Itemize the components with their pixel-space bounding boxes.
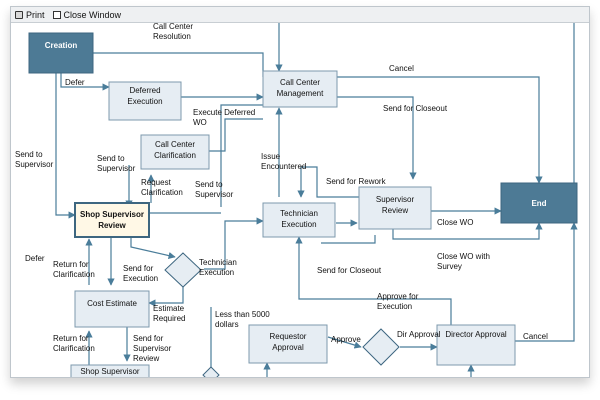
node-deferred-execution[interactable]: Deferred Execution — [108, 81, 182, 121]
node-ccc-line1: Call Center — [155, 140, 195, 149]
label-close-wo: Close WO — [437, 218, 473, 227]
edge-ccm-end — [336, 76, 543, 184]
node-director-label: Director Approval — [445, 330, 507, 339]
printer-icon — [15, 10, 23, 19]
edge-ccm-down — [220, 104, 263, 207]
node-ccm-line2: Management — [277, 89, 324, 98]
label-send-for-closeout-top: Send for Closeout — [383, 104, 448, 113]
edge-ccm-supervisor — [331, 96, 417, 180]
edge-creation-deferred — [60, 73, 110, 91]
edge-supervisor-end-survey — [392, 222, 543, 240]
decision-diamond-bottom[interactable] — [202, 366, 220, 377]
workflow-diagram: Creation Deferred Execution Call Center … — [15, 7, 578, 377]
node-creation[interactable]: Creation — [28, 32, 94, 74]
node-end-label: End — [531, 199, 546, 208]
node-tech-line1: Technician — [280, 209, 318, 218]
node-requestor-line2: Approval — [272, 343, 304, 352]
close-window-label: Close Window — [63, 9, 122, 20]
node-technician-execution[interactable]: Technician Execution — [262, 202, 336, 238]
node-ssr-line2: Review — [98, 221, 126, 230]
label-cancel-bottom: Cancel — [523, 332, 548, 341]
label-defer-top: Defer — [65, 78, 85, 87]
close-window-icon — [52, 10, 61, 19]
edge-director-tech — [295, 236, 452, 329]
edge-ssr-diamond — [130, 235, 176, 260]
node-shop-supervisor-review[interactable]: Shop Supervisor Review — [74, 202, 150, 238]
node-tech-line2: Execution — [281, 220, 316, 229]
label-send-for-rework: Send for Rework — [326, 177, 387, 186]
node-supervisor-line2: Review — [382, 206, 408, 215]
edge-ccc-ccm — [201, 118, 263, 152]
edge-creation-ccm — [93, 52, 264, 77]
label-approve: Approve — [331, 335, 361, 344]
node-ssr-line1: Shop Supervisor — [80, 210, 144, 219]
print-button[interactable]: Print — [15, 10, 45, 20]
edge-director-end — [515, 222, 578, 342]
label-send-for-closeout-mid: Send for Closeout — [317, 266, 382, 275]
print-label: Print — [26, 9, 45, 20]
edge-requestor-diamond — [327, 336, 362, 349]
node-deferred-line2: Execution — [127, 97, 162, 106]
decision-diamond-estimate[interactable] — [164, 252, 202, 288]
node-creation-label: Creation — [45, 41, 78, 50]
node-supervisor-line1: Supervisor — [376, 195, 415, 204]
edge-diamond-tech — [204, 217, 264, 270]
node-shop-supervisor-2[interactable]: Shop Supervisor — [70, 364, 150, 377]
node-supervisor-review[interactable]: Supervisor Review — [358, 186, 432, 230]
close-window-button[interactable]: Close Window — [52, 9, 122, 20]
node-cost-label: Cost Estimate — [87, 299, 137, 308]
diagram-window: Creation Deferred Execution Call Center … — [10, 6, 590, 378]
node-end[interactable]: End — [500, 182, 578, 224]
node-ccc-line2: Clarification — [154, 151, 196, 160]
label-defer-left: Defer — [25, 254, 45, 263]
node-ccm-line1: Call Center — [280, 78, 320, 87]
decision-diamond-approval[interactable] — [362, 328, 400, 366]
edge-closeout-mid — [321, 235, 376, 244]
node-call-center-clarification[interactable]: Call Center Clarification — [140, 134, 210, 170]
toolbar: Print Close Window — [11, 7, 589, 23]
node-cost-estimate[interactable]: Cost Estimate — [74, 290, 150, 328]
node-director-approval[interactable]: Director Approval — [436, 324, 516, 366]
label-dir-approval: Dir Approval — [397, 330, 441, 339]
edge-supervisor-tech — [297, 166, 359, 198]
edges — [55, 7, 578, 377]
node-requestor-approval[interactable]: Requestor Approval — [248, 324, 328, 364]
node-ssr2-label: Shop Supervisor — [80, 367, 139, 376]
node-deferred-line1: Deferred — [129, 86, 160, 95]
label-cancel-top: Cancel — [389, 64, 414, 73]
edge-creation-ssr — [55, 73, 76, 219]
edge-diamond-cost — [148, 287, 184, 307]
node-requestor-line1: Requestor — [270, 332, 307, 341]
node-call-center-management[interactable]: Call Center Management — [262, 70, 338, 108]
